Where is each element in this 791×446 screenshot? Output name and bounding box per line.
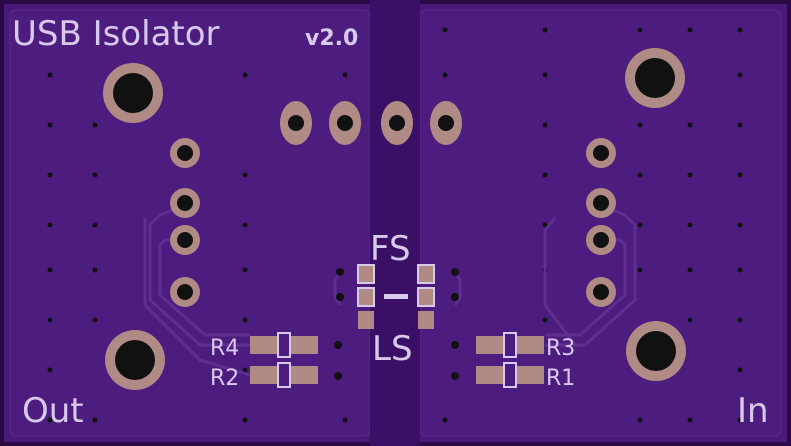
- via: [737, 317, 743, 323]
- via: [542, 317, 548, 323]
- via: [242, 172, 248, 178]
- jumper-label-fs: FS: [370, 229, 411, 269]
- via: [47, 172, 53, 178]
- label-r2: R2: [210, 366, 239, 391]
- via: [637, 172, 643, 178]
- via: [737, 267, 743, 273]
- via: [342, 72, 348, 78]
- via: [242, 417, 248, 423]
- via: [637, 122, 643, 128]
- via: [242, 267, 248, 273]
- via: [442, 72, 448, 78]
- left-traces: [143, 203, 342, 377]
- via: [442, 417, 448, 423]
- via: [92, 172, 98, 178]
- via: [47, 367, 53, 373]
- via: [542, 122, 548, 128]
- via: [92, 417, 98, 423]
- via: [92, 267, 98, 273]
- via: [47, 317, 53, 323]
- via: [242, 72, 248, 78]
- via: [687, 222, 693, 228]
- via: [542, 172, 548, 178]
- via: [242, 222, 248, 228]
- via: [242, 367, 248, 373]
- via: [242, 317, 248, 323]
- via: [687, 172, 693, 178]
- via: [637, 222, 643, 228]
- label-r1: R1: [546, 366, 575, 391]
- right-traces: [453, 203, 637, 347]
- via: [92, 222, 98, 228]
- via: [92, 317, 98, 323]
- mounting-hole-top-left: [103, 63, 163, 123]
- via: [542, 27, 548, 33]
- via: [737, 27, 743, 33]
- via: [737, 72, 743, 78]
- via: [687, 27, 693, 33]
- via: [342, 417, 348, 423]
- mounting-hole-top-right: [625, 48, 685, 108]
- via: [92, 122, 98, 128]
- via: [687, 417, 693, 423]
- jumper-label-ls: LS: [372, 329, 413, 369]
- label-in: In: [737, 391, 769, 431]
- via: [687, 267, 693, 273]
- via: [737, 222, 743, 228]
- right-usb-pads: [586, 138, 616, 307]
- via: [737, 367, 743, 373]
- mounting-hole-bottom-left: [105, 330, 165, 390]
- resistor-r2: [250, 362, 342, 388]
- label-r3: R3: [546, 336, 575, 361]
- top-header-pads: [280, 101, 462, 145]
- via: [687, 317, 693, 323]
- board-version: v2.0: [305, 26, 358, 51]
- via: [637, 417, 643, 423]
- resistor-r4: [250, 332, 342, 358]
- board-title: USB Isolator: [12, 14, 220, 54]
- via: [637, 267, 643, 273]
- mounting-hole-bottom-right: [626, 321, 686, 381]
- right-copper-zone: [419, 9, 782, 437]
- resistor-r3: [451, 332, 544, 358]
- via: [47, 72, 53, 78]
- via: [542, 72, 548, 78]
- speed-jumper: [336, 264, 459, 329]
- via: [737, 122, 743, 128]
- isolation-gap: [370, 0, 420, 446]
- left-usb-pads: [170, 138, 200, 307]
- via: [442, 27, 448, 33]
- label-out: Out: [22, 391, 84, 431]
- via: [687, 122, 693, 128]
- via: [737, 417, 743, 423]
- via: [47, 417, 53, 423]
- via: [47, 267, 53, 273]
- via: [737, 172, 743, 178]
- resistor-r1: [451, 362, 544, 388]
- via: [47, 122, 53, 128]
- via-grid: [47, 27, 743, 423]
- via: [637, 27, 643, 33]
- label-r4: R4: [210, 336, 239, 361]
- via: [47, 222, 53, 228]
